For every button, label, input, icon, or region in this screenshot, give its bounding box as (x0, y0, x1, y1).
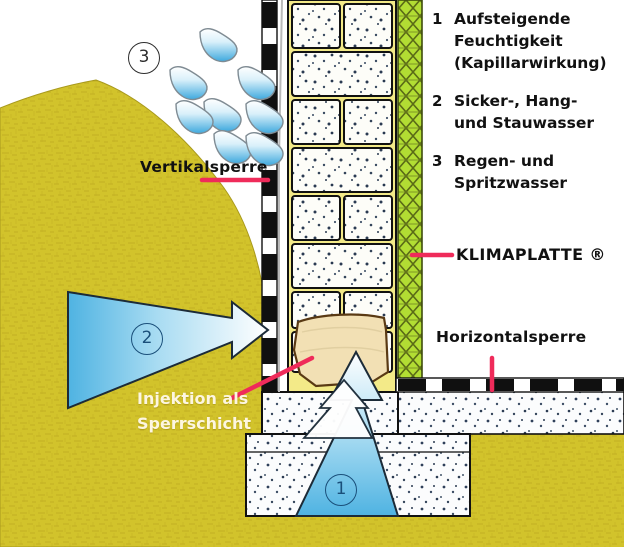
label-injektion: Injektion als Sperrschicht (137, 389, 252, 433)
legend-text-2: Sicker-, Hang- und Stauwasser (454, 92, 595, 132)
rain-drop (213, 129, 252, 165)
rain-drop (245, 131, 284, 167)
rain-drop (245, 99, 284, 135)
rain-drop (175, 99, 214, 135)
label-horizontalsperre: Horizontalsperre (436, 328, 587, 346)
rain-drop (237, 65, 276, 101)
arrow-seepage-2 (67, 290, 270, 410)
legend-number-1: 1 (432, 10, 443, 28)
rain-drop (199, 27, 238, 63)
horizontal-barrier (395, 377, 624, 393)
label-vertikalsperre: Vertikalsperre (140, 158, 268, 176)
legend-number-3: 3 (432, 152, 443, 170)
legend-number-2: 2 (432, 92, 443, 110)
marker-seepage-2: 2 (131, 323, 163, 355)
marker-rain-3: 3 (128, 42, 160, 74)
klimaplatte-layer (397, 0, 423, 391)
rain-drop (169, 65, 208, 101)
label-klimaplatte: KLIMAPLATTE ® (456, 245, 606, 264)
legend-text-1: Aufsteigende Feuchtigkeit (Kapillarwirku… (454, 10, 607, 72)
legend-text-3: Regen- und Spritzwasser (454, 152, 568, 192)
pointer-injektion (229, 355, 315, 401)
masonry-wall (287, 0, 397, 393)
injection-zone (292, 313, 390, 388)
arrow-footing-up (302, 378, 374, 439)
marker-rising-1: 1 (325, 474, 357, 506)
pointer-lines (199, 177, 495, 401)
foundation-slab (397, 389, 624, 435)
rain-drops-group (169, 27, 284, 167)
